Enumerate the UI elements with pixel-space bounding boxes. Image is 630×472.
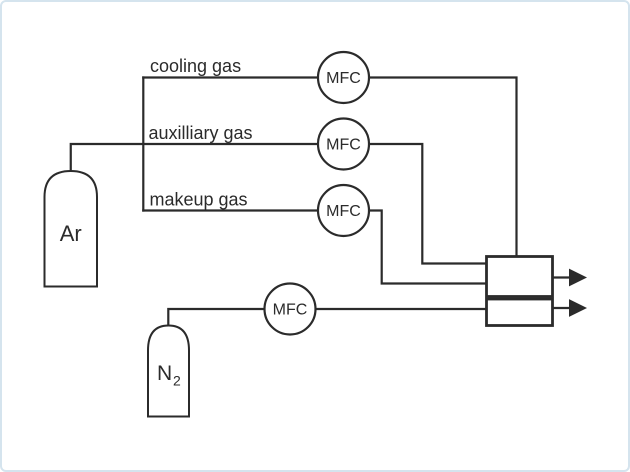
mfc-cooling: MFC: [316, 50, 371, 105]
makeup-gas-line: [142, 209, 489, 285]
mfc-cooling-circle: [316, 50, 371, 105]
makeup-gas-label: makeup gas: [150, 190, 248, 210]
nitrogen-label-subscript: 2: [173, 373, 181, 389]
mfc-auxiliary: MFC: [316, 117, 371, 171]
mfc-auxiliary-circle: [316, 117, 371, 171]
auxiliary-gas-label: auxilliary gas: [149, 123, 253, 143]
mfc-makeup: MFC: [316, 183, 371, 238]
argon-cylinder: [43, 169, 98, 288]
mfc-cooling-label: MFC: [326, 70, 361, 87]
mfc-nitrogen-label: MFC: [273, 302, 308, 319]
nitrogen-gas-line: [167, 307, 489, 328]
mfc-nitrogen-circle: [263, 282, 317, 336]
outlet-arrow-upper-head: [569, 268, 587, 287]
mfc-nitrogen: MFC: [263, 282, 317, 336]
mfc-makeup-circle: [316, 183, 371, 238]
argon-label: Ar: [60, 221, 82, 246]
cooling-gas-line: [142, 76, 518, 259]
outlet-arrow-lower-head: [569, 299, 587, 317]
nitrogen-cylinder: [147, 324, 190, 418]
outlet-block-upper: [485, 255, 554, 298]
auxiliary-gas-line: [69, 142, 489, 265]
mfc-makeup-label: MFC: [326, 203, 361, 220]
outlet-block-lower: [485, 297, 554, 327]
nitrogen-label: N: [157, 362, 172, 385]
cooling-gas-label: cooling gas: [150, 56, 241, 76]
mfc-auxiliary-label: MFC: [326, 137, 361, 154]
